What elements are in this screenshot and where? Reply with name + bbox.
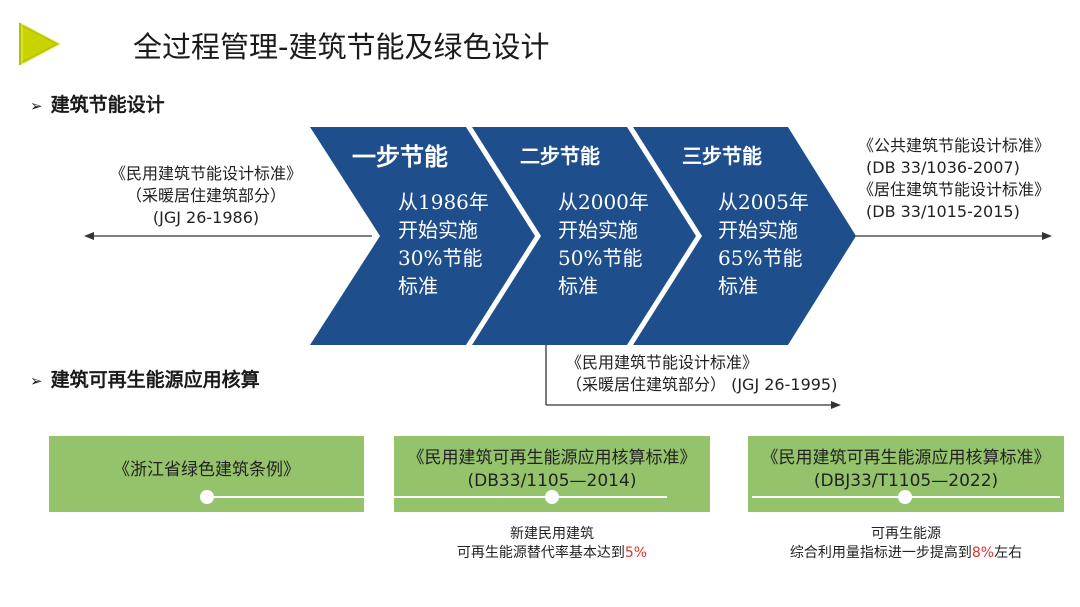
step-2-line: 开始实施 [558, 218, 638, 242]
right-reference: 《公共建筑节能设计标准》 (DB 33/1036-2007) 《居住建筑节能设计… [858, 135, 1050, 223]
section-heading-renewable: ➢ 建筑可再生能源应用核算 [30, 365, 260, 392]
step-2-line: 标准 [558, 274, 598, 298]
note-2014: 新建民用建筑 可再生能源替代率基本达到5% [394, 525, 710, 563]
step-3-line: 标准 [718, 274, 758, 298]
section-heading-energy-design: ➢ 建筑节能设计 [30, 90, 165, 117]
note-2022-line-1: 可再生能源 [871, 526, 941, 542]
step-1-title: 一步节能 [352, 143, 448, 171]
bracket-arrowhead [831, 401, 841, 409]
right-reference-line-1: 《公共建筑节能设计标准》 [858, 136, 1051, 155]
timeline-dot-1 [200, 490, 214, 504]
right-reference-line-4: (DB 33/1015-2015) [866, 202, 1020, 221]
left-reference-line-1: 《民用建筑节能设计标准》 [109, 164, 302, 183]
bottom-reference-line-1: 《民用建筑节能设计标准》 [566, 353, 759, 372]
green-box-3-line-1: 《民用建筑可再生能源应用核算标准》 [761, 448, 1051, 468]
timeline-right-arrowhead [1042, 232, 1052, 240]
bottom-reference-line-2: （采暖居住建筑部分） (JGJ 26-1995) [566, 375, 838, 394]
note-2022-suffix: 左右 [994, 545, 1023, 561]
green-box-1-line-1: 《浙江省绿色建筑条例》 [113, 460, 300, 480]
note-2022-highlight: 8% [971, 545, 995, 561]
step-3-line: 从2005年 [718, 190, 809, 214]
renewable-timeline-line-1 [207, 496, 667, 498]
green-box-1-text: 《浙江省绿色建筑条例》 [49, 459, 364, 482]
timeline-dot-2 [545, 490, 559, 504]
note-2022-line-2: 综合利用量指标进一步提高到8%左右 [748, 544, 1064, 563]
step-3-line: 开始实施 [718, 218, 798, 242]
step-2-line: 从2000年 [558, 190, 649, 214]
timeline-dot-3 [898, 490, 912, 504]
chevron-step-1 [310, 127, 535, 345]
note-2014-highlight: 5% [624, 545, 648, 561]
step-1-line: 从1986年 [398, 190, 489, 214]
step-3-line: 65%节能 [718, 246, 803, 270]
note-2014-line-2: 可再生能源替代率基本达到5% [394, 544, 710, 563]
note-2014-text: 可再生能源替代率基本达到 [456, 545, 625, 561]
note-2022-text: 综合利用量指标进一步提高到 [789, 545, 972, 561]
green-box-2-text: 《民用建筑可再生能源应用核算标准》 (DB33/1105—2014) [394, 447, 710, 493]
section-heading-text: 建筑节能设计 [50, 94, 165, 116]
step-1-line: 30%节能 [398, 246, 483, 270]
step-2-title: 二步节能 [520, 144, 600, 168]
chevron-step-3 [633, 127, 856, 345]
step-1-line: 开始实施 [398, 218, 478, 242]
green-box-3-text: 《民用建筑可再生能源应用核算标准》 (DBJ33/T1105—2022) [748, 447, 1064, 493]
timeline-left-arrowhead [84, 232, 94, 240]
note-2022: 可再生能源 综合利用量指标进一步提高到8%左右 [748, 525, 1064, 563]
step-3-body: 从2005年 开始实施 65%节能 标准 [718, 188, 809, 300]
left-reference-line-3: (JGJ 26-1986) [152, 208, 260, 227]
arrow-bullet-icon: ➢ [30, 97, 43, 115]
chevron-step-2 [472, 127, 696, 345]
left-reference: 《民用建筑节能设计标准》 （采暖居住建筑部分） (JGJ 26-1986) [92, 163, 320, 229]
right-reference-line-2: (DB 33/1036-2007) [866, 158, 1020, 177]
arrow-bullet-icon: ➢ [30, 372, 43, 390]
right-reference-line-3: 《居住建筑节能设计标准》 [858, 180, 1051, 199]
green-box-3-line-2: (DBJ33/T1105—2022) [813, 471, 999, 491]
step-3-title: 三步节能 [682, 144, 762, 168]
step-1-line: 标准 [398, 274, 438, 298]
green-box-2-line-1: 《民用建筑可再生能源应用核算标准》 [407, 448, 697, 468]
section-heading-text: 建筑可再生能源应用核算 [50, 369, 260, 391]
step-1-body: 从1986年 开始实施 30%节能 标准 [398, 188, 489, 300]
bottom-reference: 《民用建筑节能设计标准》 （采暖居住建筑部分） (JGJ 26-1995) [566, 352, 837, 396]
note-2014-line-1: 新建民用建筑 [510, 526, 594, 542]
page-title: 全过程管理-建筑节能及绿色设计 [133, 30, 550, 64]
step-2-line: 50%节能 [558, 246, 643, 270]
left-reference-line-2: （采暖居住建筑部分） [125, 186, 286, 205]
step-2-body: 从2000年 开始实施 50%节能 标准 [558, 188, 649, 300]
green-box-2-line-2: (DB33/1105—2014) [467, 471, 637, 491]
logo-triangle-icon [19, 22, 62, 66]
